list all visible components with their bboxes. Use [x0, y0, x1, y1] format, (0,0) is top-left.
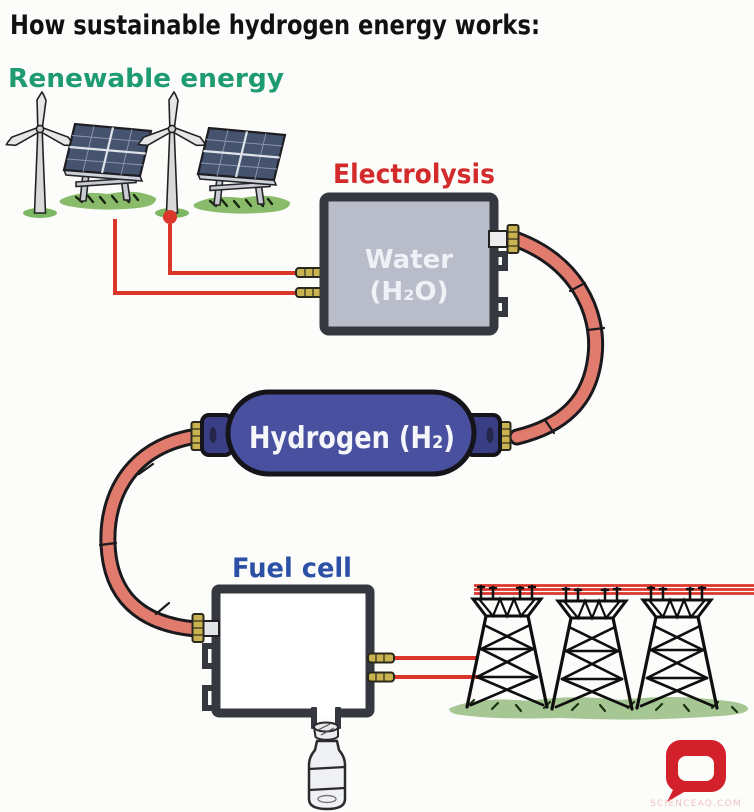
- renewable-energy-label: Renewable energy: [8, 64, 284, 94]
- electrolysis-vessel: [319, 192, 499, 336]
- wire-junction-dot: [163, 210, 177, 224]
- inlet-stub: [202, 620, 220, 637]
- pipe-fitting: [506, 224, 520, 254]
- electrode-pin: [367, 671, 395, 683]
- drain-gap: [315, 703, 337, 718]
- pipe-fitting: [191, 613, 205, 643]
- pipe-electrolysis-to-tank: [503, 229, 606, 446]
- hydrogen-label: Hydrogen (H₂): [249, 421, 455, 456]
- renewable-to-electrolysis-wires: [113, 219, 298, 295]
- grass-field: [449, 697, 749, 720]
- page-title: How sustainable hydrogen energy works:: [10, 10, 540, 41]
- scienceaq-logo: SCIENCEAQ.COM: [650, 740, 742, 809]
- electrode-pin: [367, 652, 395, 664]
- solar-panel-icon: [192, 126, 292, 215]
- wire: [168, 224, 298, 275]
- tank-body: [225, 389, 477, 477]
- fuel-cell-label: Fuel cell: [232, 553, 352, 584]
- water-bottle-icon: [307, 721, 347, 811]
- solar-panel-icon: [58, 122, 158, 211]
- fuel-cell-vessel: [211, 584, 375, 718]
- electrolysis-label: Electrolysis: [333, 159, 495, 190]
- hydrogen-tank: Hydrogen (H₂): [190, 389, 512, 477]
- fuel-cell-output: [367, 652, 478, 683]
- fuel-cell-box: [191, 584, 375, 729]
- water-label-line1: Water: [365, 245, 453, 275]
- speech-bubble-icon: [665, 740, 726, 802]
- outlet-stub: [488, 230, 508, 248]
- electrolysis-box: Water (H₂O): [319, 192, 520, 336]
- water-label-line2: (H₂O): [369, 277, 448, 307]
- watermark-text: SCIENCEAQ.COM: [650, 799, 742, 809]
- wire: [113, 219, 298, 295]
- pipe-tank-to-fuel-cell: [98, 427, 206, 638]
